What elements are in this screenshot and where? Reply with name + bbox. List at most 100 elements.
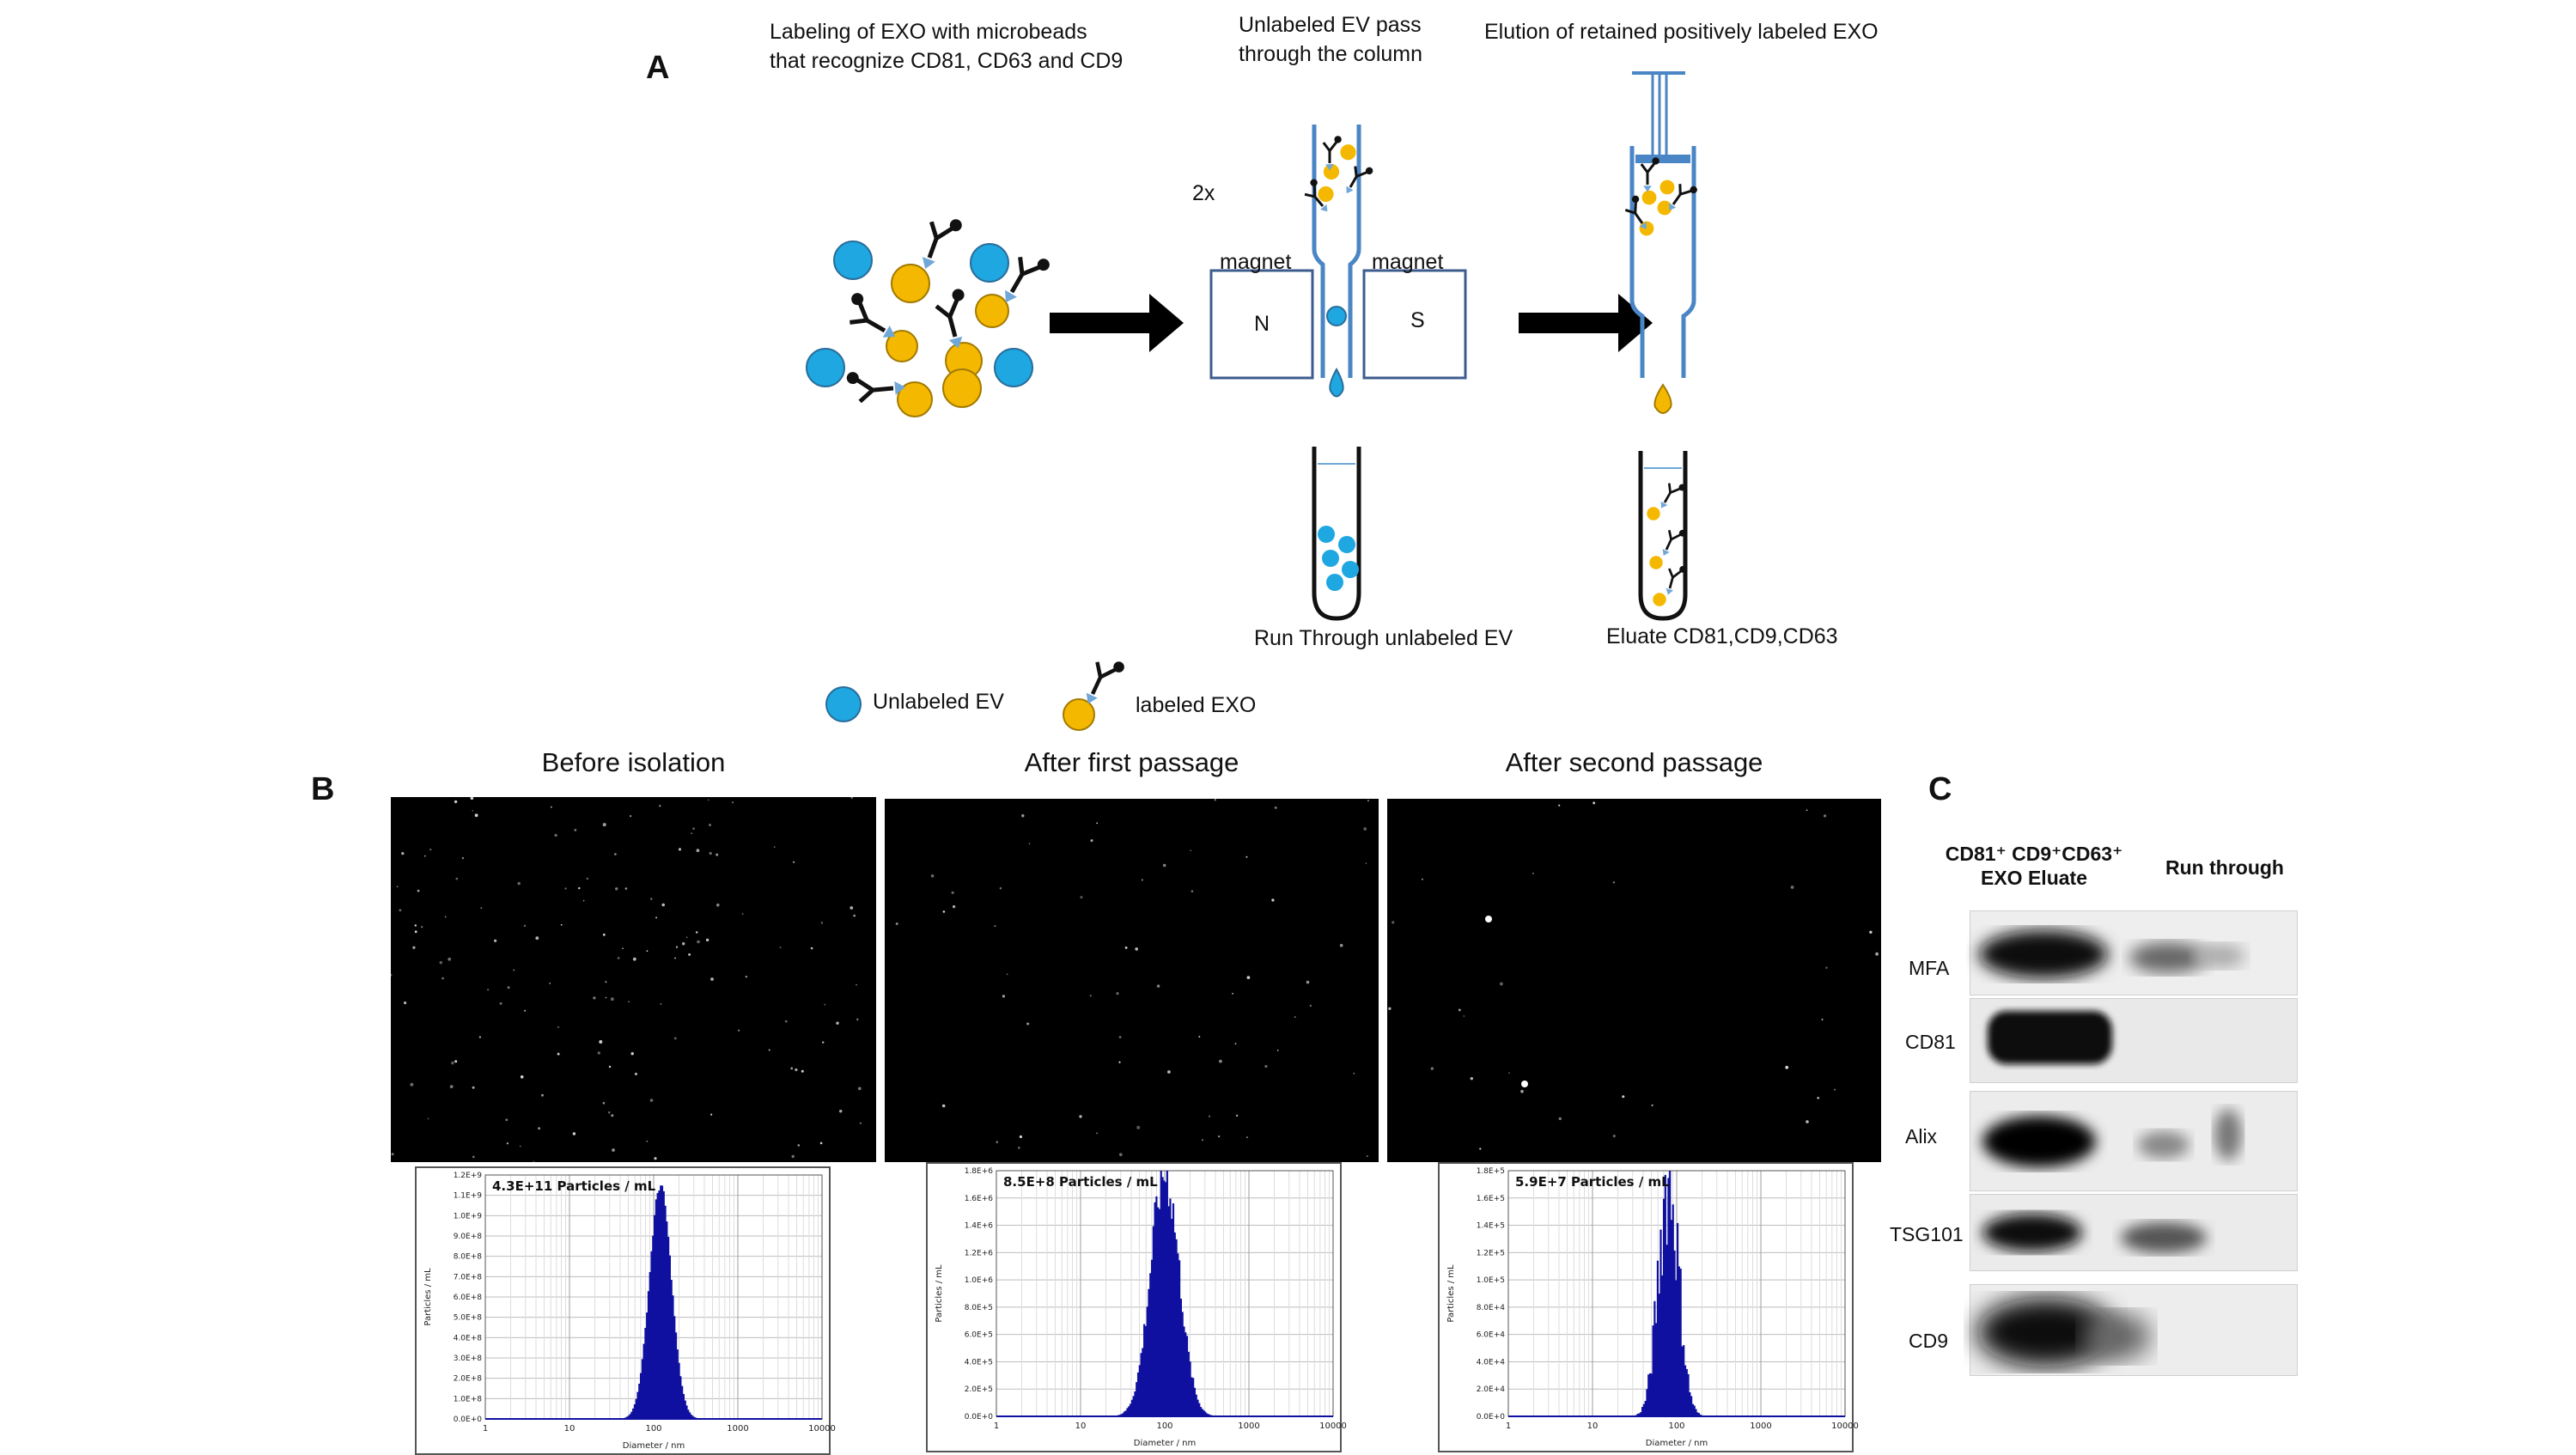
particle-speck — [1470, 1077, 1473, 1081]
x-tick-label: 1 — [994, 1422, 999, 1431]
particle-speck — [1218, 1135, 1221, 1138]
blot-label-tsg101: TSG101 — [1890, 1223, 1964, 1245]
particle-speck — [461, 857, 464, 860]
histogram-bar — [1646, 1389, 1648, 1416]
particle-speck — [1458, 1008, 1461, 1012]
particle-speck — [557, 1052, 560, 1056]
histogram-bar — [688, 1412, 691, 1419]
y-tick-label: 1.0E+8 — [454, 1395, 483, 1403]
histogram-bar — [1185, 1336, 1189, 1416]
particle-speck — [444, 916, 447, 918]
y-tick-label: 8.0E+8 — [454, 1253, 483, 1262]
blot-cd81 — [1970, 998, 2298, 1083]
particle-speck — [541, 1093, 544, 1097]
isolation-schematic — [806, 71, 1701, 731]
particle-speck — [1339, 943, 1343, 947]
histogram-bar — [662, 1190, 665, 1419]
y-tick-label: 1.6E+6 — [965, 1195, 994, 1203]
histogram-bar — [668, 1255, 671, 1419]
histogram-bar — [1130, 1403, 1132, 1416]
histogram-bar — [685, 1405, 688, 1419]
histogram-bar — [1157, 1207, 1160, 1416]
particle-speck — [586, 877, 589, 880]
histogram-bar — [1652, 1325, 1654, 1416]
particle-speck — [1367, 800, 1369, 802]
y-tick-label: 1.1E+9 — [454, 1192, 483, 1201]
x-tick-label: 100 — [1668, 1422, 1684, 1431]
particle-speck — [810, 947, 813, 950]
histogram-bar — [673, 1316, 676, 1419]
histogram-bar — [1197, 1399, 1199, 1416]
step1-caption-line1: Labeling of EXO with microbeads — [770, 20, 1087, 44]
particle-speck — [499, 1001, 502, 1005]
particle-speck — [410, 1082, 414, 1087]
histogram-bar — [674, 1332, 678, 1419]
histogram-bar — [1642, 1403, 1645, 1416]
particle-speck — [630, 1052, 634, 1056]
histogram-bar — [1166, 1171, 1168, 1416]
y-tick-label: 7.0E+8 — [454, 1273, 483, 1281]
particle-speck — [429, 849, 432, 851]
step3-caption: Elution of retained positively labeled E… — [1484, 20, 1879, 44]
histogram-bar — [1175, 1239, 1178, 1416]
particle-speck — [1294, 1016, 1296, 1018]
particle-speck — [1118, 1153, 1123, 1157]
histogram-bar — [1177, 1253, 1179, 1416]
histogram-bar — [656, 1193, 659, 1419]
particle-speck — [953, 905, 956, 909]
histogram-bar — [1673, 1250, 1676, 1416]
particle-speck — [486, 989, 490, 991]
particle-speck — [1019, 1135, 1022, 1139]
histogram-bar — [1685, 1368, 1688, 1416]
histogram-bar — [1687, 1373, 1690, 1416]
particle-speck — [1116, 992, 1119, 995]
elution-column — [1620, 71, 1701, 414]
particle-speck — [472, 1155, 475, 1159]
particle-speck — [1136, 1125, 1141, 1129]
histogram-bar — [1165, 1182, 1167, 1416]
unlabeled-ev — [833, 240, 873, 280]
particle-speck — [614, 853, 617, 855]
histogram-bar — [1647, 1374, 1650, 1416]
histogram-bar — [1201, 1409, 1203, 1416]
histogram-bar — [1161, 1177, 1164, 1416]
blot-label-alix: Alix — [1905, 1125, 1938, 1148]
particle-speck — [836, 1021, 839, 1025]
y-tick-label: 1.6E+5 — [1477, 1195, 1505, 1203]
blot-cd9 — [1970, 1284, 2298, 1376]
y-tick-label: 3.0E+8 — [454, 1355, 483, 1363]
histogram-bar — [1143, 1324, 1146, 1416]
particle-speck — [951, 891, 954, 894]
histogram-bar — [635, 1398, 637, 1419]
legend-unlabeled-ev: Unlabeled EV — [873, 690, 1004, 714]
histogram-bar — [1169, 1198, 1172, 1416]
histogram-bar — [1152, 1226, 1154, 1416]
magnet-n — [1209, 269, 1314, 380]
histogram-bar — [1181, 1312, 1184, 1416]
particle-speck — [822, 1041, 825, 1044]
micrograph-before-isolation — [389, 796, 876, 1163]
particle-speck — [682, 942, 685, 946]
particle-speck — [707, 799, 709, 801]
particle-speck — [941, 1104, 946, 1108]
histogram-bar — [1656, 1260, 1659, 1416]
particle-speck — [417, 889, 420, 892]
particle-speck — [856, 1018, 859, 1021]
particle-speck — [674, 957, 676, 959]
particle-speck — [697, 940, 700, 944]
particle-concentration: 5.9E+7 Particles / mL — [1515, 1174, 1670, 1190]
particle-speck — [454, 800, 458, 804]
histogram-bar — [627, 1415, 630, 1419]
histogram-bar — [636, 1391, 639, 1419]
histogram-bar — [1695, 1409, 1697, 1416]
arrow-1 — [1050, 294, 1184, 352]
particle-speck — [1821, 1019, 1824, 1020]
histogram-bar — [1178, 1260, 1181, 1416]
y-axis-label: Particles / mL — [935, 1264, 944, 1323]
particle-speck — [996, 1141, 998, 1143]
particle-speck — [768, 1049, 770, 1051]
particle-speck — [709, 824, 711, 826]
particle-speck — [524, 1009, 527, 1012]
particle-speck — [612, 1148, 615, 1152]
particle-speck — [696, 931, 698, 934]
